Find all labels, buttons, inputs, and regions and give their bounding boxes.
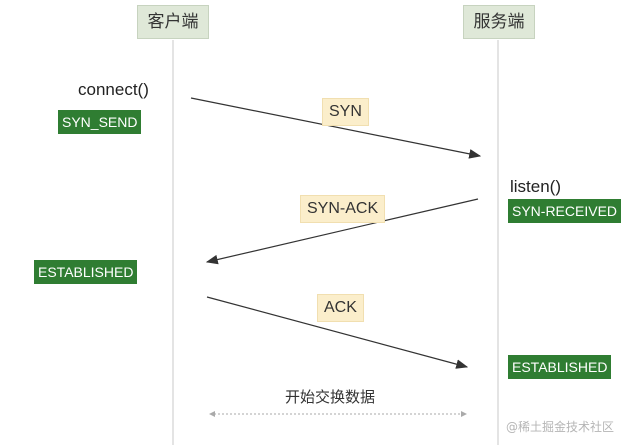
server-role-box: 服务端 <box>463 5 535 39</box>
client-established-state-badge: ESTABLISHED <box>34 260 138 284</box>
listen-call-label: listen() <box>510 177 562 196</box>
syn-ack-message-label: SYN-ACK <box>300 195 386 223</box>
syn-received-state-badge: SYN-RECEIVED <box>508 199 622 223</box>
syn-ack-arrow <box>205 198 479 265</box>
watermark-text: @稀土掘金技术社区 <box>506 420 615 434</box>
data-exchange-label: 开始交换数据 <box>285 388 376 406</box>
connect-call-label: connect() <box>78 80 149 99</box>
syn-message-label: SYN <box>322 98 369 126</box>
ack-arrow <box>206 296 469 369</box>
server-established-state-badge: ESTABLISHED <box>508 355 612 379</box>
ack-message-label: ACK <box>317 294 364 322</box>
syn-arrow <box>190 97 482 159</box>
client-role-box: 客户端 <box>137 5 209 39</box>
syn-send-state-badge: SYN_SEND <box>58 110 142 134</box>
